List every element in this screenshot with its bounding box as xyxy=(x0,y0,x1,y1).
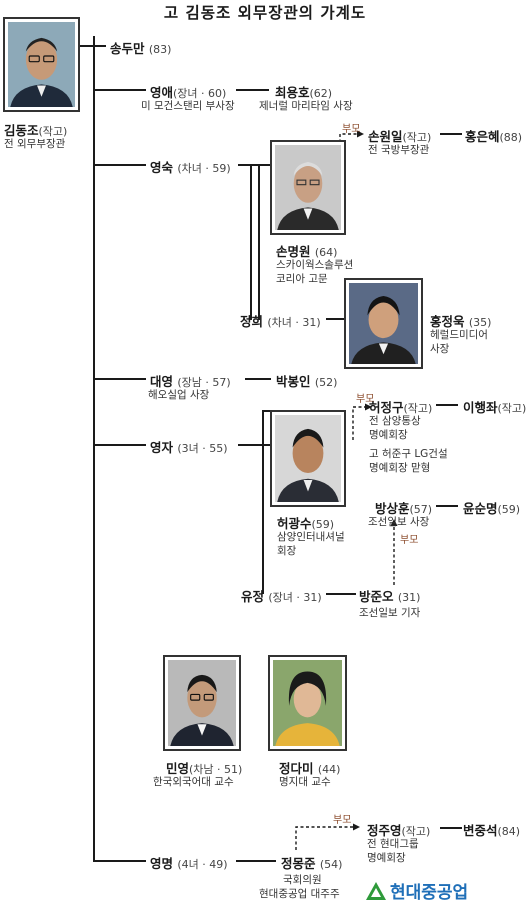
role-jung-juyoung-1: 전 현대그룹 xyxy=(367,838,419,850)
person-lee-haengjwa: 이행좌(작고) xyxy=(463,400,527,415)
role-kim-dongjo: 전 외무부장관 xyxy=(4,138,66,150)
person-junghee: 정희 (차녀 · 31) xyxy=(240,314,321,329)
person-youngja: 영자 (3녀 · 55) xyxy=(150,440,228,455)
person-yujung: 유정 (장녀 · 31) xyxy=(241,589,322,604)
photo-heo-gwangsoo xyxy=(270,410,346,507)
portrait-icon xyxy=(275,415,341,502)
bumo-label-heo: 부모 xyxy=(356,394,375,405)
role-heo-gwangsoo-2: 회장 xyxy=(277,545,297,557)
role-son-myungwon-1: 스카이웍스솔루션 xyxy=(276,259,354,271)
role-bang-junoh: 조선일보 기자 xyxy=(359,607,421,619)
role-jung-mongjoon-1: 국회의원 xyxy=(283,874,322,886)
person-hong-jungwook: 홍정욱 (35) xyxy=(430,314,492,329)
person-son-myungwon: 손명원 (64) xyxy=(276,244,338,259)
hyundai-heavy-logo: 현대중공업 xyxy=(365,878,468,903)
person-youngae: 영애(장녀 · 60) xyxy=(150,85,227,100)
role-heo-jungkoo-1: 전 삼양통상 xyxy=(369,415,421,427)
person-byun-joongseok: 변중석(84) xyxy=(463,823,521,838)
person-choi-yongho: 최용호(62) xyxy=(275,85,333,100)
person-park-bongin: 박봉인 (52) xyxy=(276,374,338,389)
portrait-icon xyxy=(8,22,75,107)
role-hong-jungwook-1: 헤럴드미디어 xyxy=(430,329,488,341)
person-son-wonil: 손원일(작고) xyxy=(368,129,432,144)
portrait-icon xyxy=(273,660,342,746)
photo-kim-dongjo xyxy=(3,17,80,112)
photo-jung-dami xyxy=(268,655,347,751)
role-jung-mongjoon-2: 현대중공업 대주주 xyxy=(259,888,340,900)
role-son-myungwon-2: 코리아 고문 xyxy=(276,273,328,285)
portrait-icon xyxy=(275,145,341,230)
person-heo-jungkoo: 허정구(작고) xyxy=(369,400,433,415)
photo-hong-jungwook xyxy=(344,278,423,369)
person-bang-junoh: 방준오 (31) xyxy=(359,589,421,604)
person-yoon-soonmyung: 윤순명(59) xyxy=(463,501,521,516)
extra: (작고) xyxy=(38,125,68,138)
person-daeyoung: 대영 (장남 · 57) xyxy=(150,374,231,389)
person-heo-gwangsoo: 허광수(59) xyxy=(277,516,335,531)
role-jung-dami: 명지대 교수 xyxy=(279,776,331,788)
person-jung-juyoung: 정주영(작고) xyxy=(367,823,431,838)
role-hong-jungwook-2: 사장 xyxy=(430,343,450,355)
person-song-duman: 송두만 (83) xyxy=(110,41,172,56)
role-son-wonil: 전 국방부장관 xyxy=(368,144,430,156)
person-youngmyung: 영명 (4녀 · 49) xyxy=(150,856,228,871)
page-title: 고 김동조 외무장관의 가계도 xyxy=(163,4,367,22)
role-bang-sanghoon: 조선일보 사장 xyxy=(368,516,430,528)
bumo-label-son: 부모 xyxy=(342,124,361,135)
name: 김동조 xyxy=(4,123,39,138)
person-kim-dongjo: 김동조(작고) xyxy=(4,120,67,139)
role-heo-jungkoo-4: 명예회장 맏형 xyxy=(369,462,431,474)
person-youngsuk: 영숙 (차녀 · 59) xyxy=(150,160,231,175)
person-jung-mongjoon: 정몽준 (54) xyxy=(281,856,343,871)
portrait-icon xyxy=(168,660,236,746)
portrait-icon xyxy=(349,283,418,364)
person-min-young: 민영(차남 · 51) xyxy=(166,761,243,776)
person-jung-dami: 정다미 (44) xyxy=(279,761,341,776)
role-heo-jungkoo-2: 명예회장 xyxy=(369,429,408,441)
role-youngae: 미 모건스탠리 부사장 xyxy=(141,100,235,112)
photo-son-myungwon xyxy=(270,140,346,235)
bumo-label-jung: 부모 xyxy=(333,815,352,826)
role-jung-juyoung-2: 명예회장 xyxy=(367,852,406,864)
role-daeyoung: 해오실업 사장 xyxy=(148,389,210,401)
bumo-label-bang: 부모 xyxy=(400,535,419,546)
logo-text: 현대중공업 xyxy=(390,883,469,903)
role-heo-jungkoo-3: 고 허준구 LG건설 xyxy=(369,448,448,460)
role-min-young: 한국외국어대 교수 xyxy=(153,776,234,788)
person-hong-eunhye: 홍은혜(88) xyxy=(465,129,523,144)
hyundai-heavy-triangle-icon xyxy=(366,881,386,900)
person-bang-sanghoon: 방상훈(57) xyxy=(375,501,433,516)
photo-min-young xyxy=(163,655,241,751)
role-heo-gwangsoo-1: 삼양인터내셔널 xyxy=(277,531,345,543)
role-choi-yongho: 제너럴 마리타임 사장 xyxy=(259,100,353,112)
